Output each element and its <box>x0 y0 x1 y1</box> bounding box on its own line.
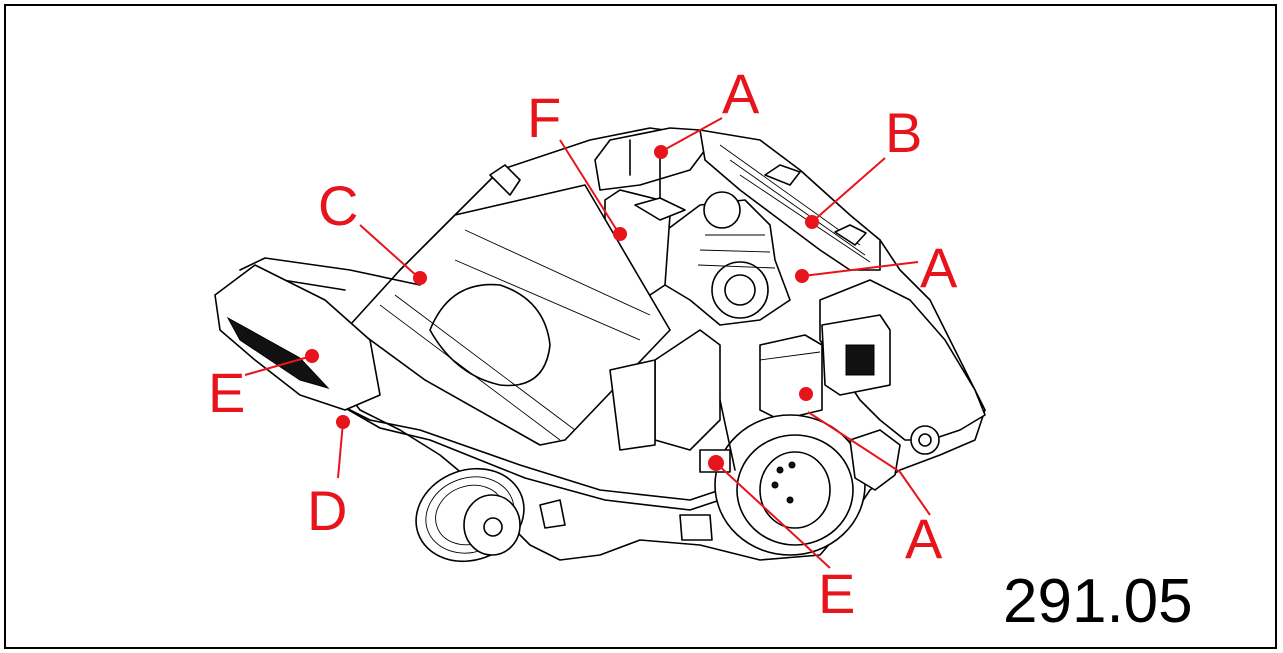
callout-dot-e-low <box>708 455 724 471</box>
figure-number: 291.05 <box>1003 567 1193 636</box>
callout-dot-d <box>336 415 350 429</box>
callout-label-a-mid: A <box>920 236 958 299</box>
rear-wheel <box>714 414 866 556</box>
callout-dot-c <box>413 271 427 285</box>
callout-dot-a-mid <box>795 269 809 283</box>
callout-label-a-low: A <box>905 507 943 570</box>
top-shroud <box>699 129 881 271</box>
callout-dot-a-top <box>654 145 668 159</box>
callout-label-c: C <box>318 174 358 237</box>
cover-window <box>429 283 551 387</box>
callout-labels: A A A B C D E E F <box>208 62 958 625</box>
callout-dot-b <box>805 215 819 229</box>
callout-label-e-left: E <box>208 361 245 424</box>
hitch-assembly <box>849 429 901 491</box>
callout-dot-e-left <box>305 349 319 363</box>
machine-drawing <box>214 127 986 563</box>
front-wheel <box>415 467 525 563</box>
callout-label-b: B <box>885 101 922 164</box>
callout-label-a-top: A <box>722 62 760 125</box>
callout-dot-a-low <box>799 387 813 401</box>
callout-leaders <box>244 117 931 569</box>
callout-label-d: D <box>307 479 347 542</box>
front-bumper <box>214 264 381 411</box>
electrical-box <box>759 334 823 421</box>
callout-dots <box>305 145 819 471</box>
callout-dot-f <box>613 227 627 241</box>
callout-label-e-low: E <box>818 562 855 625</box>
callout-label-f: F <box>527 86 561 149</box>
